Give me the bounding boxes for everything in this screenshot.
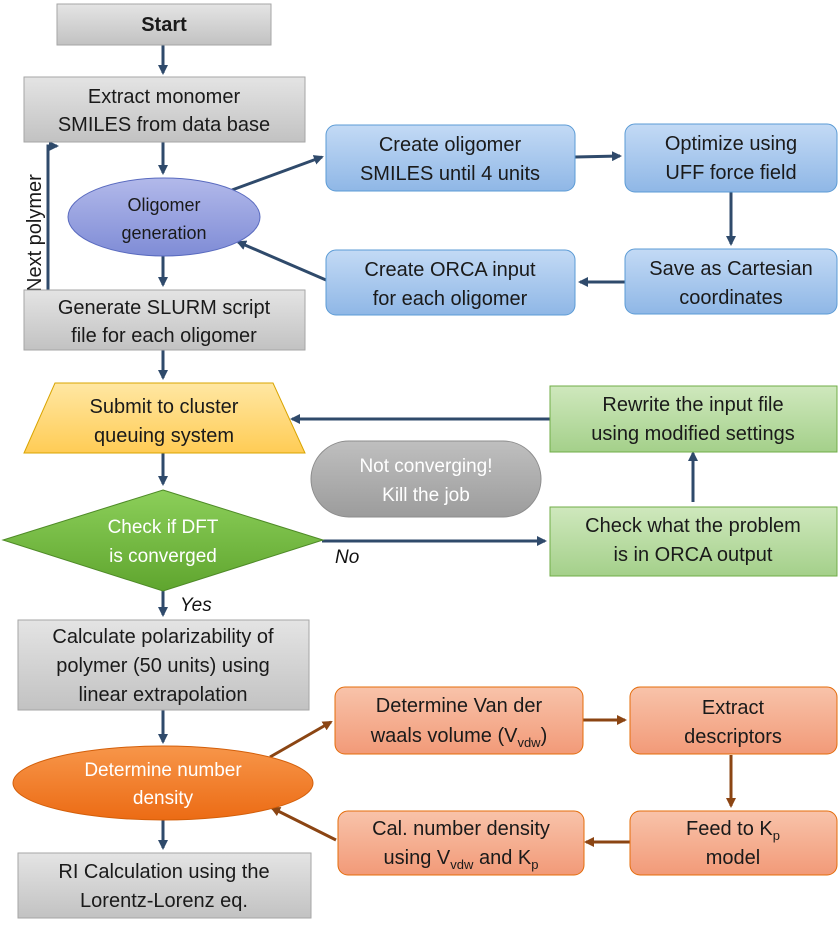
arrow-cal-to-density [270, 806, 337, 842]
check-dft-line2: is converged [109, 546, 217, 567]
not-converging-line1: Not converging! [359, 456, 492, 477]
feed-kp-line1: Feed to Kp [686, 818, 780, 843]
check-dft-line1: Check if DFT [108, 517, 219, 538]
polarizability-line1: Calculate polarizability of [52, 626, 274, 648]
calculate-polarizability-node: Calculate polarizability of polymer (50 … [17, 619, 310, 711]
extract-descriptors-node: Extract descriptors [629, 686, 838, 755]
not-converging-line2: Kill the job [382, 485, 470, 506]
cal-density-line2: using Vvdw and Kp [384, 847, 539, 872]
check-dft-node: Check if DFT is converged [1, 489, 325, 592]
extract-descriptors-line1: Extract [702, 697, 765, 719]
connector-arrows-orange [269, 715, 736, 847]
rewrite-input-line1: Rewrite the input file [602, 394, 783, 416]
start-node: Start [56, 3, 272, 46]
check-problem-line2: is in ORCA output [614, 544, 773, 566]
save-cartesian-line1: Save as Cartesian [649, 258, 812, 280]
determine-number-density-node: Determine number density [12, 745, 314, 821]
no-label: No [335, 547, 359, 568]
connector-arrows [46, 45, 736, 850]
oligomer-generation-line2: generation [121, 223, 206, 243]
extract-descriptors-line2: descriptors [684, 726, 782, 748]
polarizability-line2: polymer (50 units) using [56, 655, 269, 677]
cal-number-density-node: Cal. number density using Vvdw and Kp [337, 810, 585, 876]
submit-cluster-line1: Submit to cluster [90, 396, 239, 418]
generate-slurm-line1: Generate SLURM script [58, 297, 271, 319]
arrow-density-to-vdw [269, 720, 333, 759]
extract-monomer-line1: Extract monomer [88, 86, 241, 108]
number-density-line1: Determine number [84, 760, 242, 781]
create-orca-line1: Create ORCA input [364, 259, 536, 281]
create-orca-node: Create ORCA input for each oligomer [325, 249, 576, 316]
ri-calculation-line2: Lorentz-Lorenz eq. [80, 890, 248, 912]
arrow-oligomer-to-create-smiles [231, 155, 324, 192]
optimize-uff-line2: UFF force field [665, 162, 796, 184]
submit-cluster-line2: queuing system [94, 425, 234, 447]
optimize-uff-line1: Optimize using [665, 133, 797, 155]
oligomer-generation-node: Oligomer generation [67, 177, 261, 257]
feed-kp-line2: model [706, 847, 760, 869]
ri-calculation-line1: RI Calculation using the [58, 861, 269, 883]
submit-cluster-node: Submit to cluster queuing system [23, 382, 306, 454]
rewrite-input-line2: using modified settings [591, 423, 794, 445]
create-oligomer-line2: SMILES until 4 units [360, 163, 540, 185]
start-label: Start [141, 14, 187, 36]
vdw-line2: waals volume (Vvdw) [370, 725, 548, 750]
number-density-line2: density [133, 788, 194, 809]
generate-slurm-node: Generate SLURM script file for each olig… [23, 289, 306, 351]
not-converging-node: Not converging! Kill the job [310, 440, 542, 518]
extract-monomer-line2: SMILES from data base [58, 114, 270, 136]
next-polymer-label: Next polymer [24, 174, 46, 292]
polarizability-line3: linear extrapolation [79, 684, 248, 706]
determine-vdw-node: Determine Van der waals volume (Vvdw) [334, 686, 584, 755]
extract-monomer-node: Extract monomer SMILES from data base [23, 76, 306, 143]
arrow-create-orca-to-oligomer [236, 240, 327, 282]
create-oligomer-node: Create oligomer SMILES until 4 units [325, 124, 576, 192]
feed-kp-node: Feed to Kp model [629, 810, 838, 876]
save-cartesian-line2: coordinates [679, 287, 782, 309]
oligomer-generation-line1: Oligomer [127, 195, 200, 215]
yes-label: Yes [180, 595, 212, 616]
arrow-next-polymer-loop [46, 141, 59, 298]
save-cartesian-node: Save as Cartesian coordinates [624, 248, 838, 315]
rewrite-input-node: Rewrite the input file using modified se… [549, 385, 838, 453]
arrow-create-smiles-to-optimize [574, 151, 622, 162]
create-oligomer-line1: Create oligomer [379, 134, 522, 156]
generate-slurm-line2: file for each oligomer [71, 325, 257, 347]
check-problem-node: Check what the problem is in ORCA output [549, 506, 838, 577]
create-orca-line2: for each oligomer [373, 288, 528, 310]
optimize-uff-node: Optimize using UFF force field [624, 123, 838, 193]
ri-calculation-node: RI Calculation using the Lorentz-Lorenz … [17, 852, 312, 919]
vdw-line1: Determine Van der [376, 695, 543, 717]
cal-density-line1: Cal. number density [372, 818, 550, 840]
check-problem-line1: Check what the problem [585, 515, 801, 537]
